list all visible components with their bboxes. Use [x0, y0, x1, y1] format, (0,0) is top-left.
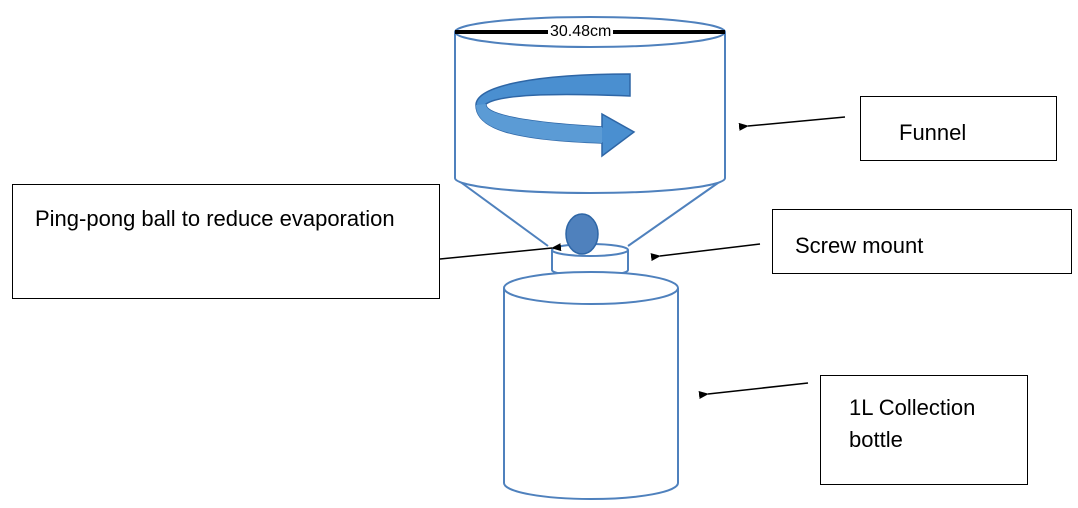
screw-mount-label: Screw mount	[795, 233, 924, 258]
ping-pong-ball	[565, 213, 599, 255]
rotation-arrow-icon	[475, 73, 636, 158]
pingpong-pointer-arrow	[439, 243, 562, 260]
funnel-cylinder	[454, 16, 726, 194]
collection-bottle	[503, 271, 679, 500]
pingpong-label-box: Ping-pong ball to reduce evaporation	[12, 184, 440, 299]
funnel-diameter-label: 30.48cm	[548, 22, 614, 42]
funnel-label-box: Funnel	[860, 96, 1057, 161]
funnel-cone	[454, 177, 726, 247]
funnel-pointer-arrow	[738, 116, 846, 131]
screw-mount-pointer-arrow	[650, 243, 761, 262]
pingpong-label: Ping-pong ball to reduce evaporation	[35, 206, 395, 231]
collection-bottle-label-box: 1L Collection bottle	[820, 375, 1028, 485]
screw-mount-label-box: Screw mount	[772, 209, 1072, 274]
bottle-pointer-arrow	[698, 382, 809, 399]
collection-bottle-label: 1L Collection bottle	[849, 395, 976, 452]
funnel-label: Funnel	[899, 120, 967, 145]
